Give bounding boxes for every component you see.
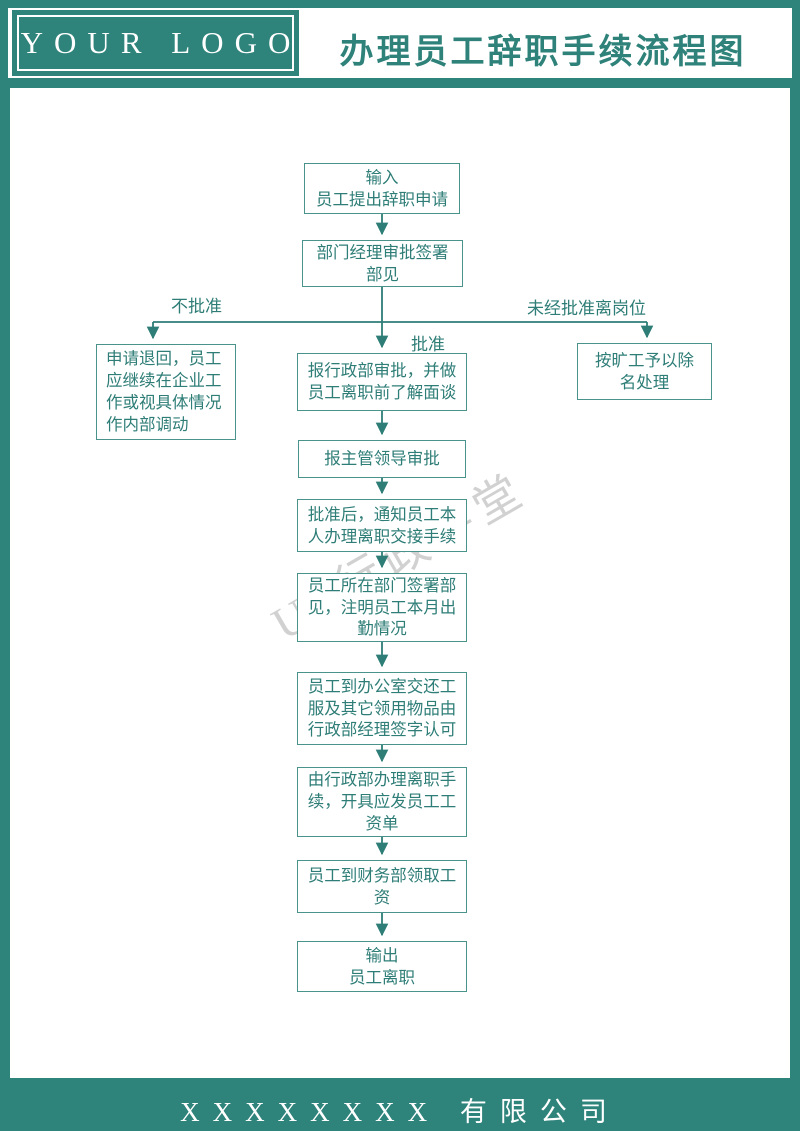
flow-node-rejected: 申请退回，员工 应继续在企业工 作或视具体情况 作内部调动 bbox=[96, 344, 236, 440]
label-left-without-approval: 未经批准离岗位 bbox=[527, 299, 646, 318]
page-title: 办理员工辞职手续流程图 bbox=[339, 34, 747, 71]
flow-node-input: 输入 员工提出辞职申请 bbox=[304, 163, 460, 214]
flow-node-output: 输出 员工离职 bbox=[297, 941, 467, 992]
logo-inner-border: YOUR LOGO bbox=[17, 15, 294, 71]
footer-company-name: XXXXXXXX 有限公司 bbox=[180, 1097, 620, 1127]
flow-node-finance-pay: 员工到财务部领取工 资 bbox=[297, 860, 467, 913]
flow-node-dept-sign-opinion: 员工所在部门签署部 见，注明员工本月出 勤情况 bbox=[297, 573, 467, 642]
flow-node-manager-review: 部门经理审批签署 部见 bbox=[302, 240, 463, 287]
logo-box: YOUR LOGO bbox=[12, 10, 299, 76]
flow-node-admin-review: 报行政部审批，并做 员工离职前了解面谈 bbox=[297, 353, 467, 411]
flow-node-dismissal: 按旷工予以除 名处理 bbox=[577, 343, 712, 400]
label-not-approved: 不批准 bbox=[171, 297, 222, 316]
flow-node-return-items: 员工到办公室交还工 服及其它领用物品由 行政部经理签字认可 bbox=[297, 672, 467, 745]
flow-node-admin-procedure: 由行政部办理离职手 续，开具应发员工工 资单 bbox=[297, 767, 467, 837]
flow-node-notify-handover: 批准后，通知员工本 人办理离职交接手续 bbox=[297, 499, 467, 552]
flow-node-supervisor-review: 报主管领导审批 bbox=[298, 440, 466, 478]
logo-text: YOUR LOGO bbox=[20, 25, 302, 60]
label-approved: 批准 bbox=[411, 335, 445, 354]
